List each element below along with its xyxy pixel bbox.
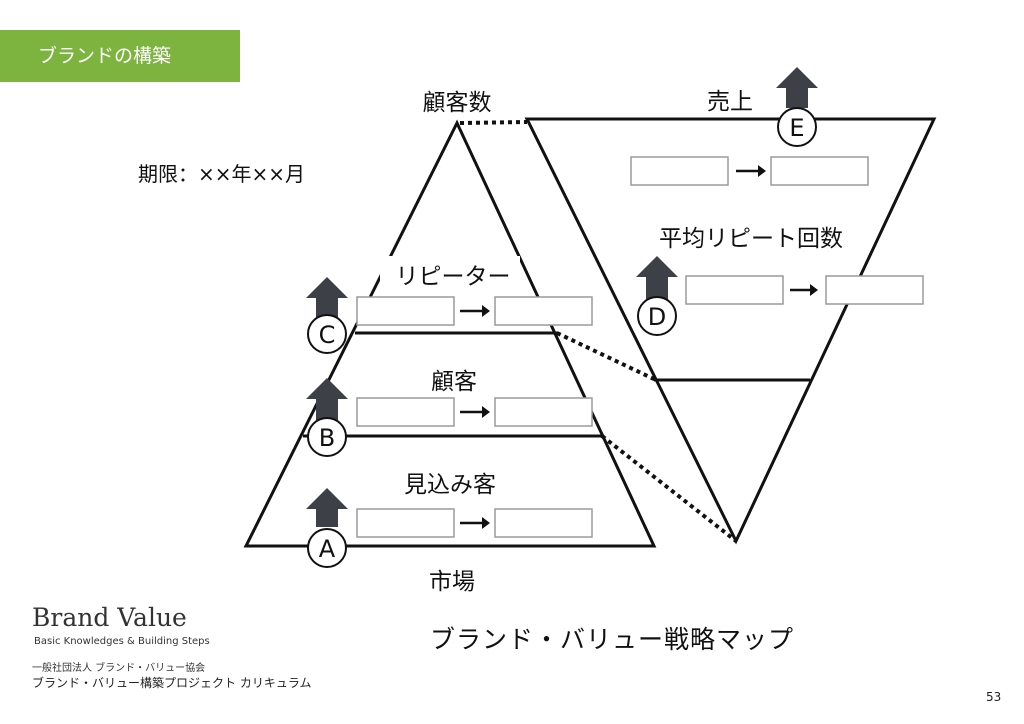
before-box[interactable] xyxy=(356,508,455,538)
arrow-head xyxy=(810,284,818,296)
up-arrow-icon xyxy=(306,488,348,527)
marker-d-circle xyxy=(637,296,677,336)
marker-b-circle xyxy=(307,417,347,457)
up-arrow-icon xyxy=(776,67,818,108)
arrow-head xyxy=(482,406,490,418)
brand-logo: Brand Value xyxy=(32,603,187,632)
section-tag: ブランドの構築 xyxy=(0,30,240,82)
up-arrow-icon xyxy=(306,277,348,317)
before-box[interactable] xyxy=(356,397,455,427)
arrow-head xyxy=(482,305,490,317)
marker-d: D xyxy=(648,303,666,331)
marker-c-circle xyxy=(307,314,347,354)
before-box[interactable] xyxy=(356,296,455,326)
after-box[interactable] xyxy=(494,397,593,427)
marker-e-circle xyxy=(777,107,817,147)
before-box[interactable] xyxy=(630,156,729,186)
box-pair-customers xyxy=(356,397,593,427)
brand-subtitle: Basic Knowledges & Building Steps xyxy=(34,636,210,647)
box-pair-sales xyxy=(630,156,869,186)
box-pair-avg-repeat xyxy=(685,275,924,305)
after-box[interactable] xyxy=(494,508,593,538)
label-sales: 売上 xyxy=(707,89,753,115)
curriculum-name: ブランド・バリュー構築プロジェクト カリキュラム xyxy=(32,676,312,690)
arrow-head xyxy=(758,165,766,177)
arrow-head xyxy=(482,517,490,529)
marker-a-circle xyxy=(307,528,347,568)
label-market: 市場 xyxy=(429,569,475,595)
dotted-connector-mid xyxy=(556,331,657,382)
deadline-text: 期限：××年××月 xyxy=(138,162,306,186)
label-avg-repeat: 平均リピート回数 xyxy=(659,226,843,252)
label-prospects: 見込み客 xyxy=(404,472,496,498)
label-customers: 顧客 xyxy=(431,369,477,395)
box-pair-repeaters xyxy=(356,296,593,326)
after-box[interactable] xyxy=(770,156,869,186)
repeaters-label-backdrop xyxy=(380,256,520,288)
box-pair-prospects xyxy=(356,508,593,538)
map-title: ブランド・バリュー戦略マップ xyxy=(430,625,795,654)
dotted-connector-top xyxy=(459,120,528,125)
label-repeaters: リピーター xyxy=(395,264,511,290)
label-customers-count: 顧客数 xyxy=(422,90,492,116)
marker-c: C xyxy=(319,321,336,349)
up-arrow-icon xyxy=(306,378,348,422)
sales-inverted-triangle xyxy=(524,117,937,545)
before-box[interactable] xyxy=(685,275,784,305)
marker-e: E xyxy=(789,114,804,142)
up-arrow-icon xyxy=(636,256,678,300)
marker-a: A xyxy=(319,535,336,563)
marker-b: B xyxy=(319,424,335,452)
page-number: 53 xyxy=(986,690,1002,704)
after-box[interactable] xyxy=(494,296,593,326)
after-box[interactable] xyxy=(825,275,924,305)
organization-name: 一般社団法人 ブランド・バリュー協会 xyxy=(32,663,206,674)
